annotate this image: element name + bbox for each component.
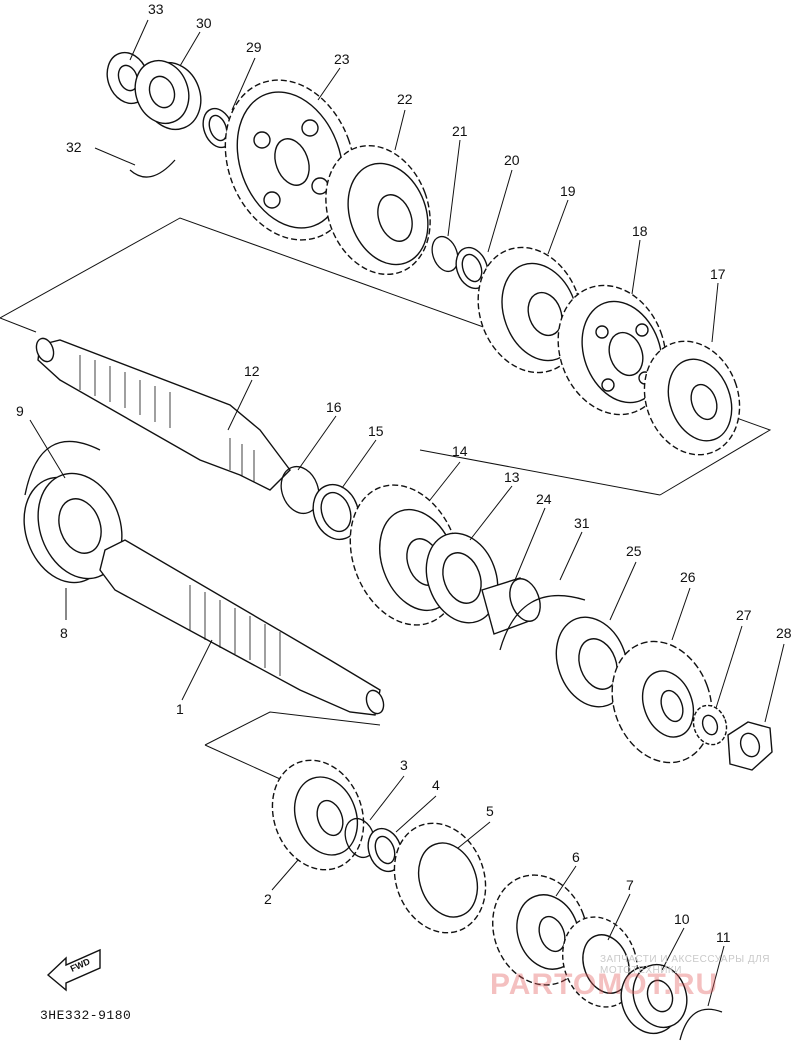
document-code: 3HE332-9180 <box>40 1008 132 1023</box>
part-number-labels: 33 30 29 23 22 21 20 19 18 17 32 12 9 16… <box>16 1 792 945</box>
part-label-3: 3 <box>400 757 408 773</box>
part-24-collar <box>481 577 541 635</box>
part-22-gear <box>325 144 431 276</box>
part-9-circlip <box>24 440 101 496</box>
part-label-30: 30 <box>196 15 212 31</box>
part-label-20: 20 <box>504 152 520 168</box>
part-label-22: 22 <box>397 91 413 107</box>
upper-assembly-outline <box>0 217 772 496</box>
part-label-9: 9 <box>16 403 24 419</box>
part-4-washer <box>367 827 403 873</box>
part-2-gear <box>271 759 365 871</box>
part-label-25: 25 <box>626 543 642 559</box>
part-label-16: 16 <box>326 399 342 415</box>
part-5-gear <box>393 822 487 934</box>
part-label-8: 8 <box>60 625 68 641</box>
part-17-gear <box>643 340 741 456</box>
part-label-26: 26 <box>680 569 696 585</box>
part-7-gear <box>561 916 639 1008</box>
part-18-gear <box>557 284 667 416</box>
part-label-17: 17 <box>710 266 726 282</box>
part-16-circlip <box>280 465 320 515</box>
leader-lines <box>29 19 785 1007</box>
part-label-5: 5 <box>486 803 494 819</box>
part-25-oil-seal <box>555 616 629 708</box>
part-11-circlip <box>679 1008 723 1041</box>
part-label-19: 19 <box>560 183 576 199</box>
part-label-28: 28 <box>776 625 792 641</box>
part-label-27: 27 <box>736 607 752 623</box>
part-label-23: 23 <box>334 51 350 67</box>
part-13-bearing <box>425 532 499 624</box>
part-label-7: 7 <box>626 877 634 893</box>
part-label-11: 11 <box>716 929 731 945</box>
part-32-circlip <box>129 159 176 178</box>
watermark-logo: PARTOMOT.RU <box>490 968 719 1001</box>
part-label-4: 4 <box>432 777 440 793</box>
part-12-main-axle <box>35 337 291 491</box>
part-label-1: 1 <box>176 701 184 717</box>
part-label-6: 6 <box>572 849 580 865</box>
part-28-nut <box>727 721 773 771</box>
part-label-2: 2 <box>264 891 272 907</box>
part-19-gear <box>477 246 583 374</box>
part-30-bearing <box>134 59 202 131</box>
part-15-washer <box>312 483 360 541</box>
part-label-10: 10 <box>674 911 690 927</box>
part-21-circlip <box>431 235 459 273</box>
part-26-sprocket <box>611 640 713 764</box>
part-label-31: 31 <box>574 515 590 531</box>
part-27-lock-washer <box>692 704 728 746</box>
part-label-18: 18 <box>632 223 648 239</box>
part-label-21: 21 <box>452 123 468 139</box>
part-1-drive-axle <box>99 539 385 716</box>
part-label-29: 29 <box>246 39 262 55</box>
part-label-12: 12 <box>244 363 260 379</box>
part-label-32: 32 <box>66 139 82 155</box>
part-label-33: 33 <box>148 1 164 17</box>
part-10-bearing <box>620 963 688 1035</box>
part-31-clip <box>499 594 586 651</box>
part-label-14: 14 <box>452 443 468 459</box>
part-label-13: 13 <box>504 469 520 485</box>
fwd-arrow-icon: FWD <box>46 948 101 992</box>
part-8-bearing <box>23 472 123 584</box>
part-label-15: 15 <box>368 423 384 439</box>
part-23-gear <box>224 79 356 241</box>
watermark-tagline: ЗАПЧАСТИ И АКСЕССУАРЫ ДЛЯ МОТОТЕХНИКИ <box>600 954 770 976</box>
part-label-24: 24 <box>536 491 552 507</box>
